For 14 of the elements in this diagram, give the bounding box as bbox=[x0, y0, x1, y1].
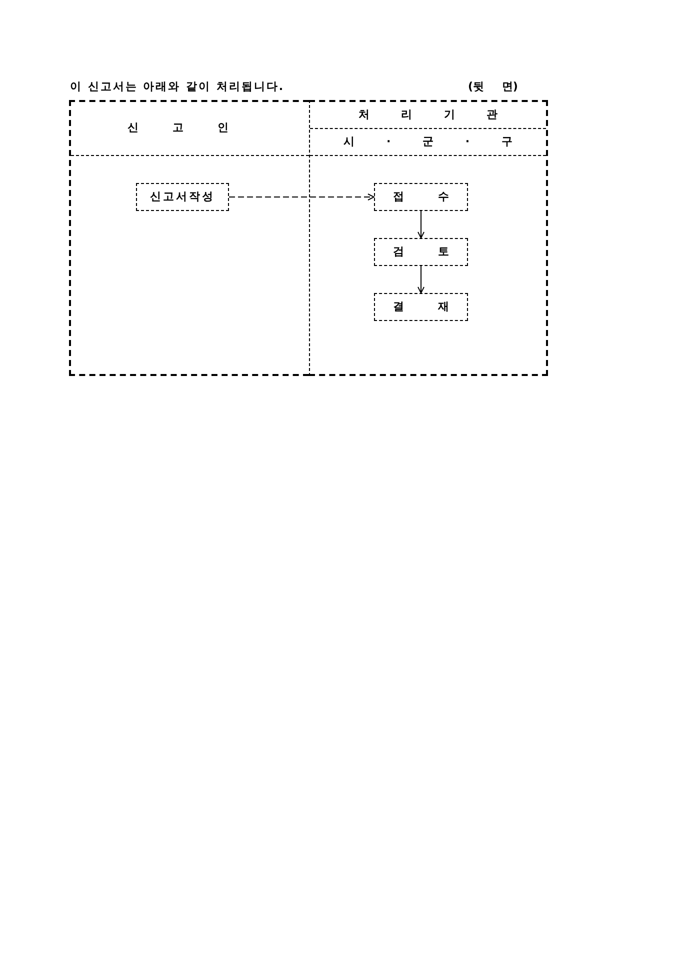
process-box: 신고서작성 bbox=[136, 183, 229, 211]
page-title: 이 신고서는 아래와 같이 처리됩니다. bbox=[70, 79, 284, 95]
process-box: 검 토 bbox=[374, 238, 468, 266]
arrow bbox=[418, 210, 424, 238]
lane-header: 시 · 군 · 구 bbox=[344, 134, 512, 150]
lane-header: 처 리 기 관 bbox=[358, 106, 498, 123]
swimlane-column bbox=[309, 100, 548, 376]
process-box: 결 재 bbox=[374, 293, 468, 321]
arrow bbox=[228, 194, 374, 200]
page-side-note: (뒷 면) bbox=[468, 79, 518, 95]
process-box: 접 수 bbox=[374, 183, 468, 211]
swimlane-column bbox=[69, 100, 309, 376]
arrow bbox=[418, 266, 424, 294]
lane-header: 신 고 인 bbox=[128, 120, 230, 136]
